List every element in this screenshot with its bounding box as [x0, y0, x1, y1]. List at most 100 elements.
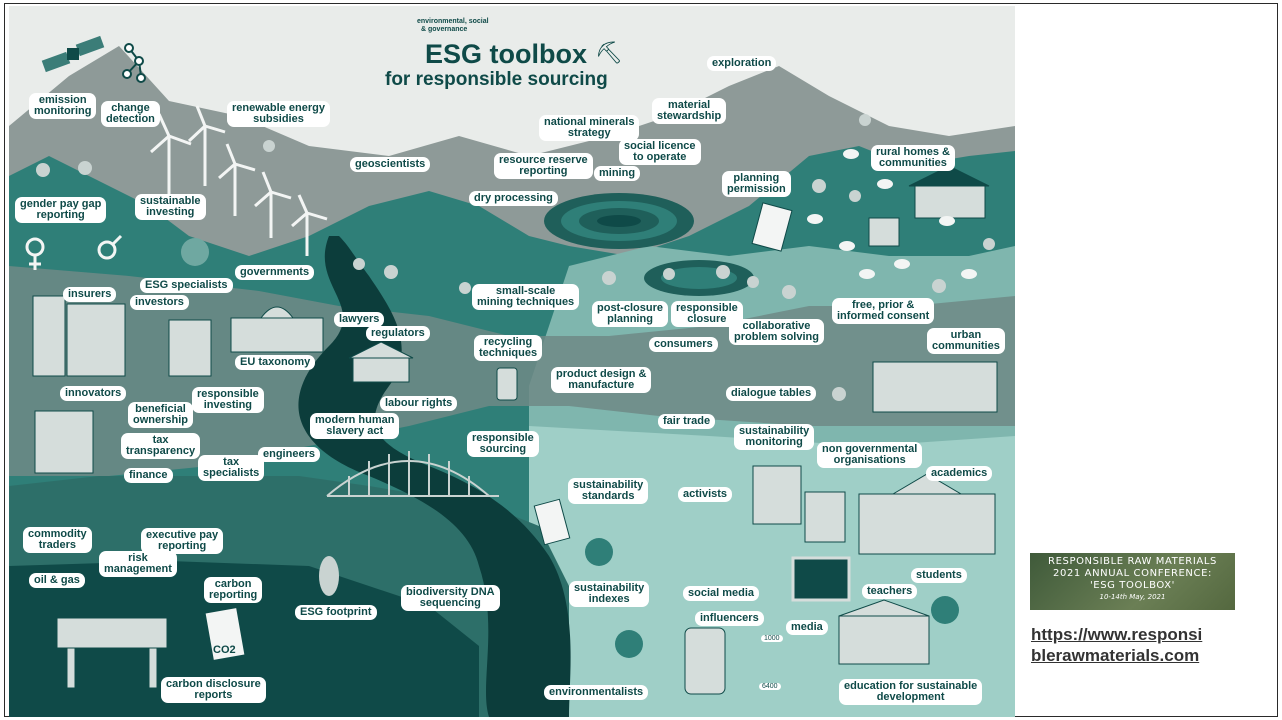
school-building — [838, 599, 930, 665]
label-regulators: regulators — [366, 326, 430, 341]
media-screen — [791, 556, 851, 602]
government-building — [230, 306, 324, 353]
influencer-phone-icon — [684, 627, 726, 695]
wind-turbines — [150, 105, 328, 256]
label-fair-trade: fair trade — [658, 414, 716, 429]
likes-badge: 1000 — [761, 635, 783, 642]
globe-icon — [615, 630, 643, 658]
satellite-icon — [41, 35, 105, 73]
label-eu-taxonomy: EU taxonomy — [235, 355, 316, 370]
label-esg-specialists: ESG specialists — [140, 278, 233, 293]
co2-text: CO2 — [213, 644, 236, 656]
label-consumers: consumers — [649, 337, 718, 352]
page-subtitle: for responsible sourcing — [385, 69, 608, 90]
page-title: ESG toolbox — [425, 39, 587, 69]
globe-icon — [585, 538, 613, 566]
esg-toolbox-poster: environmental, social& governance ESG to… — [9, 6, 1015, 717]
label-investors: investors — [130, 295, 189, 310]
label-product-design: product design &manufacture — [551, 367, 652, 393]
clipboard-icon — [751, 202, 793, 252]
bridge — [326, 451, 499, 497]
likes-badge: 6400 — [759, 683, 781, 690]
label-esg-footprint: ESG footprint — [295, 605, 377, 620]
regulators-building — [348, 341, 414, 383]
label-engineers: engineers — [258, 447, 320, 462]
conference-line-1: RESPONSIBLE RAW MATERIALS — [1048, 556, 1217, 567]
phone-icon — [496, 367, 518, 401]
label-academics: academics — [926, 466, 993, 481]
pickaxe-icon: ⛏ — [595, 40, 623, 65]
label-teachers: teachers — [862, 584, 918, 599]
label-lawyers: lawyers — [334, 312, 385, 327]
globe-icon — [181, 238, 209, 266]
rural-houses — [868, 165, 990, 247]
oil-rig — [56, 586, 168, 689]
label-dialogue-tables: dialogue tables — [726, 386, 817, 401]
molecule-icon — [122, 43, 146, 83]
footprint-icon — [319, 556, 339, 596]
label-labour-rights: labour rights — [380, 396, 458, 411]
label-fpic: free, prior &informed consent — [832, 298, 935, 324]
conference-banner: RESPONSIBLE RAW MATERIALS 2021 ANNUAL CO… — [1030, 553, 1235, 610]
label-finance: finance — [124, 468, 173, 483]
label-governments: governments — [235, 265, 315, 280]
label-mining: mining — [594, 166, 641, 181]
ngo-buildings — [752, 465, 846, 543]
label-geoscientists: geoscientists — [350, 157, 431, 172]
globe-icon — [931, 596, 959, 624]
urban-houses — [872, 361, 998, 413]
label-exploration: exploration — [707, 56, 777, 71]
conference-line-3: 'ESG TOOLBOX' — [1089, 580, 1176, 591]
website-link-line-2: blerawmaterials.com — [1031, 646, 1200, 665]
office-buildings — [32, 295, 212, 474]
label-dry-processing: dry processing — [469, 191, 558, 206]
conference-line-2: 2021 ANNUAL CONFERENCE: — [1053, 568, 1212, 579]
sheep — [807, 149, 977, 279]
university-building — [858, 473, 996, 555]
gender-symbols-icon — [25, 234, 123, 270]
conference-date: 10-14th May, 2021 — [1099, 593, 1166, 601]
title-tagline: environmental, social& governance — [417, 18, 489, 33]
label-innovators: innovators — [60, 386, 127, 401]
label-social-media: social media — [683, 586, 760, 601]
label-activists: activists — [678, 487, 733, 502]
carbon-document-icon — [204, 607, 246, 661]
website-link-line-1: https://www.responsi — [1031, 625, 1203, 644]
website-link[interactable]: https://www.responsi blerawmaterials.com — [1031, 624, 1241, 666]
label-influencers: influencers — [695, 611, 764, 626]
landscape-illustration — [9, 6, 1015, 717]
trees — [36, 114, 995, 401]
label-rural-homes: rural homes &communities — [871, 145, 955, 171]
